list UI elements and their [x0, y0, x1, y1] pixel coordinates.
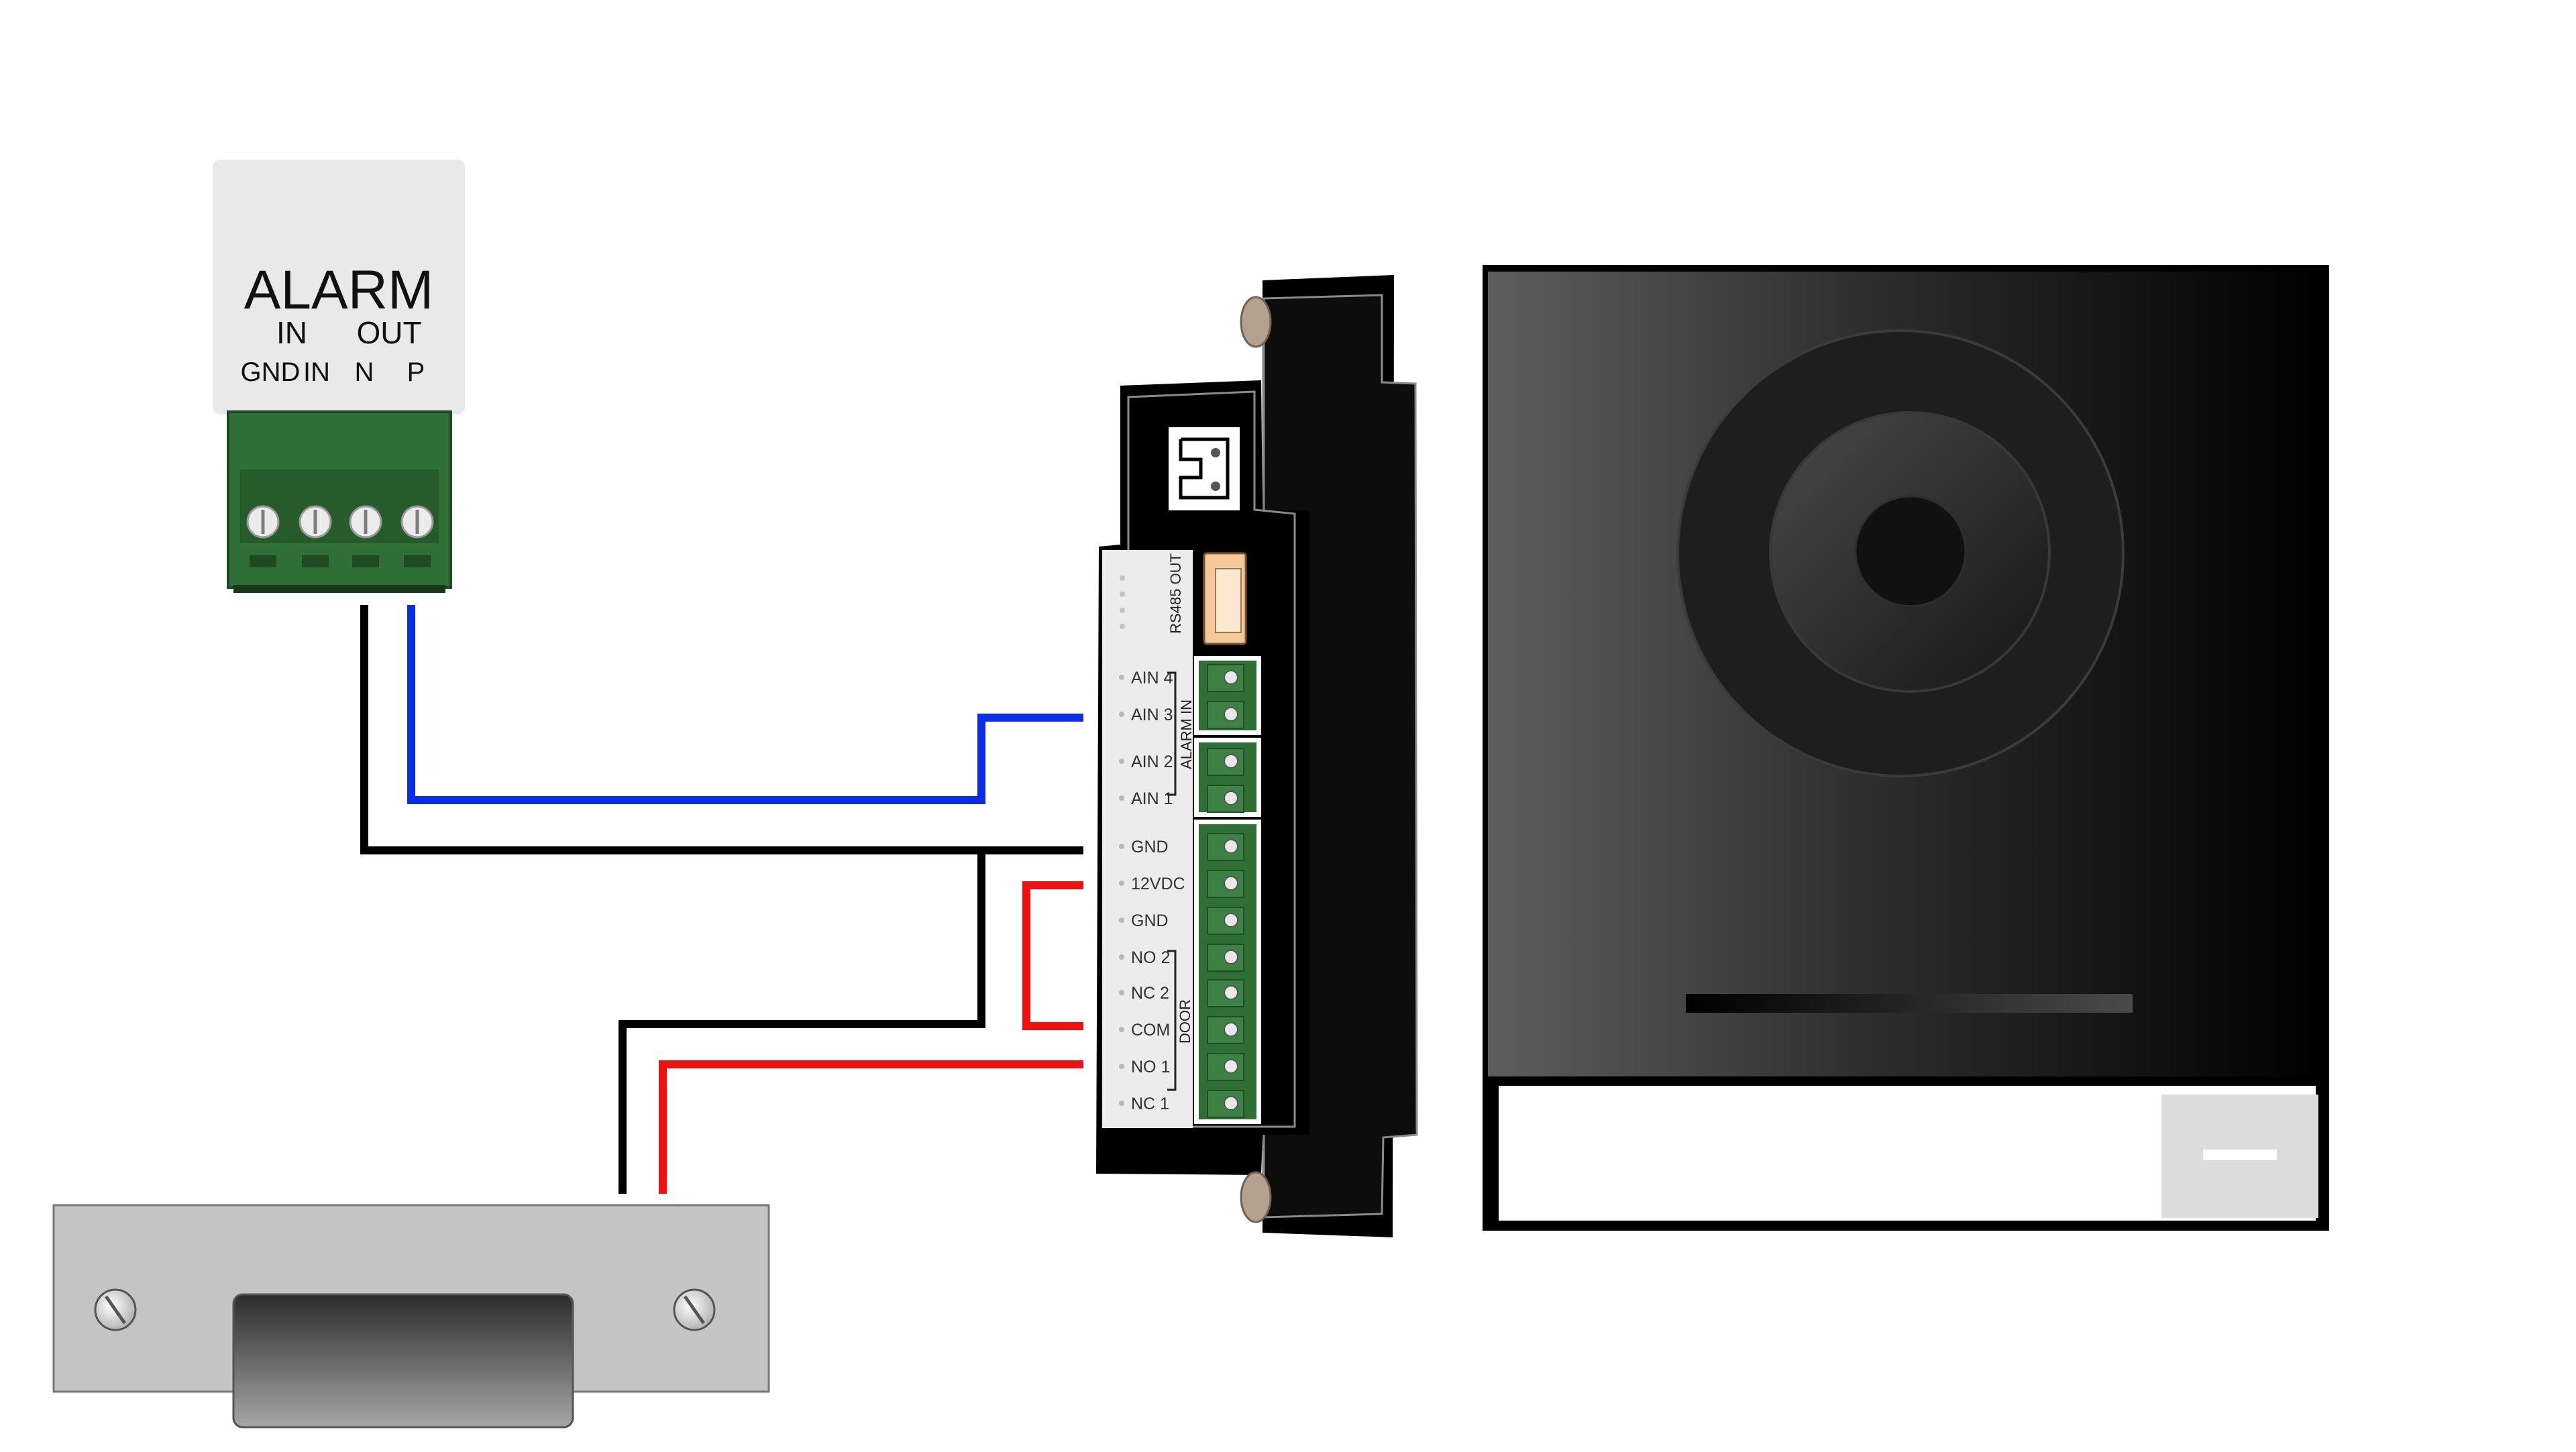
door-label: DOOR: [1177, 999, 1193, 1044]
terminal-label: COM: [1131, 1021, 1170, 1040]
terminal-label: NO 1: [1131, 1058, 1170, 1076]
terminal-screw: [1224, 754, 1238, 769]
strike-screw-right: [673, 1288, 716, 1331]
alarm-terminal-tab: [250, 555, 276, 567]
led-dot: [1120, 624, 1125, 629]
terminal-label: AIN 1: [1131, 789, 1173, 808]
alarm-group-in: IN: [276, 315, 307, 350]
wire-lock-to-no1: [659, 1060, 1083, 1194]
terminal-dot: [1119, 881, 1124, 886]
terminal-label: NC 1: [1131, 1095, 1169, 1113]
wire-alarm-gnd-to-gnd: [360, 605, 1083, 854]
terminal-dot: [1119, 844, 1124, 849]
wire-lock-to-gnd: [619, 850, 985, 1194]
terminal-screw: [1224, 876, 1238, 891]
led-dot: [1120, 592, 1125, 597]
terminal-dot: [1119, 1027, 1124, 1032]
alarm-in-bracket: [1167, 671, 1177, 796]
terminal-dot: [1119, 675, 1124, 680]
alarm-terminal-tab: [352, 555, 379, 567]
alarm-in-label: ALARM IN: [1178, 700, 1195, 769]
rs485-label: RS485 OUT: [1167, 553, 1184, 634]
terminal-screw: [1224, 839, 1238, 854]
terminal-label: GND: [1131, 838, 1169, 856]
alarm-terminal-base: [233, 585, 445, 593]
terminal-labels: AIN 4 AIN 3 AIN 2 AIN 1 GND 12VDC GND NO 2 NC 2 C…: [1119, 669, 1185, 1113]
terminal-dot: [1119, 917, 1124, 923]
rs485-connector-socket: [1215, 568, 1242, 633]
intercom-camera-unit: [1483, 265, 2329, 1231]
door-bracket: [1167, 950, 1177, 1091]
terminal-dot: [1119, 990, 1124, 995]
electric-strike-lock-icon: [52, 1204, 770, 1429]
alarm-title: ALARM: [244, 260, 434, 321]
terminal-dot: [1119, 1101, 1124, 1106]
call-button-mark: [2203, 1150, 2277, 1160]
alarm-terminal-gnd: GND: [241, 357, 301, 387]
alarm-terminal-tab: [302, 555, 329, 567]
led-dot: [1120, 575, 1125, 581]
alarm-terminal-n: N: [355, 357, 374, 387]
terminal-label: AIN 4: [1131, 669, 1173, 687]
strike-bolt: [232, 1293, 574, 1429]
terminal-dot: [1119, 1064, 1124, 1069]
led-dot: [1120, 608, 1125, 613]
terminal-screw: [1224, 670, 1238, 685]
terminal-label: NC 2: [1131, 984, 1169, 1003]
wire-alarm-out-to-ain3: [407, 605, 1083, 804]
terminal-dot: [1119, 712, 1124, 717]
alarm-terminal-p: P: [407, 357, 425, 387]
strike-screw-left: [94, 1288, 137, 1331]
terminal-dot: [1119, 954, 1124, 960]
screw-slot: [104, 1295, 127, 1325]
terminal-label: NO 2: [1131, 948, 1170, 967]
terminal-screws: [1207, 664, 1244, 1118]
terminal-screw: [1224, 791, 1238, 805]
alarm-module-label-plate: [213, 160, 465, 414]
bottom-mount-peg: [1240, 1171, 1272, 1223]
terminal-screw: [1224, 985, 1238, 1000]
alarm-module: ALARM IN OUT GND IN N P: [213, 160, 465, 593]
alarm-group-out: OUT: [356, 315, 421, 350]
controller-housing: AIN 4 AIN 3 AIN 2 AIN 1 GND 12VDC GND NO 2 NC 2 C…: [1096, 275, 1418, 1237]
terminal-label-panel: [1102, 550, 1193, 1128]
screw-slot: [683, 1295, 706, 1325]
wires: [360, 605, 1083, 1194]
top-mount-peg: [1240, 296, 1272, 348]
wire-12vdc-to-com: [1022, 881, 1083, 1030]
terminal-dot: [1119, 759, 1124, 764]
power-connector-socket: [1179, 437, 1230, 500]
terminal-screw: [1224, 1096, 1238, 1111]
power-pin-1: [1211, 448, 1220, 457]
terminal-label: 12VDC: [1131, 875, 1185, 893]
alarm-screws: [246, 505, 434, 567]
terminal-label: GND: [1131, 911, 1169, 930]
speaker-slot: [1686, 994, 2133, 1013]
terminal-screw: [1224, 950, 1238, 964]
terminal-screw: [1224, 707, 1238, 722]
terminal-screw: [1224, 1022, 1238, 1037]
alarm-terminal-tab: [404, 555, 431, 567]
alarm-terminal-in: IN: [303, 357, 330, 387]
terminal-screw: [1224, 913, 1238, 928]
intercom-camera-icon: [1854, 495, 1967, 608]
terminal-dot: [1119, 795, 1124, 801]
terminal-screw: [1224, 1059, 1238, 1074]
terminal-label: AIN 3: [1131, 706, 1173, 724]
power-pin-2: [1211, 482, 1220, 491]
terminal-label: AIN 2: [1131, 752, 1173, 771]
